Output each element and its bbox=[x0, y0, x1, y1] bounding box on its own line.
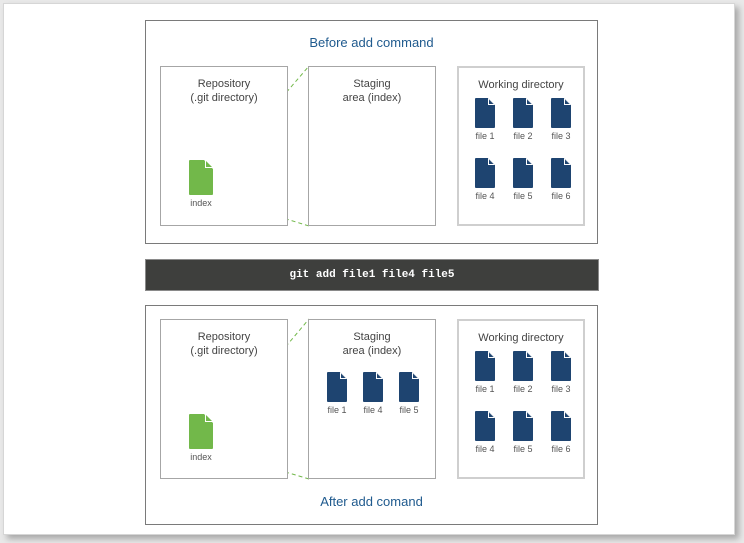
file-item: file 4 bbox=[465, 411, 505, 454]
file-label: file 2 bbox=[513, 384, 533, 394]
file-icon bbox=[363, 372, 383, 402]
file-label: file 3 bbox=[551, 131, 571, 141]
staging-title-line2: area (index) bbox=[342, 345, 402, 357]
repository-title-line1: Repository bbox=[197, 78, 251, 90]
repository-title-line2: (.git directory) bbox=[190, 92, 258, 104]
file-icon bbox=[551, 411, 571, 441]
staging-title: Staging area (index) bbox=[309, 330, 435, 358]
staging-title-line2: area (index) bbox=[342, 92, 402, 104]
file-label: file 4 bbox=[475, 444, 495, 454]
file-icon bbox=[327, 372, 347, 402]
after-caption: After add comand bbox=[320, 494, 423, 509]
file-item: file 5 bbox=[503, 158, 543, 201]
repository-title-line2: (.git directory) bbox=[190, 345, 258, 357]
file-icon bbox=[475, 158, 495, 188]
working-directory-box: Working directory file 1 file 2 file 3 file… bbox=[457, 319, 585, 479]
file-item: file 2 bbox=[503, 351, 543, 394]
index-file: index bbox=[181, 414, 221, 462]
index-file: index bbox=[181, 160, 221, 208]
file-item: file 5 bbox=[503, 411, 543, 454]
file-icon bbox=[513, 98, 533, 128]
repository-title: Repository (.git directory) bbox=[161, 330, 287, 358]
file-item: file 3 bbox=[541, 351, 581, 394]
file-icon bbox=[551, 351, 571, 381]
repository-title: Repository (.git directory) bbox=[161, 77, 287, 105]
file-item: file 3 bbox=[541, 98, 581, 141]
file-label: file 1 bbox=[327, 405, 347, 415]
file-icon bbox=[399, 372, 419, 402]
file-label: file 6 bbox=[551, 191, 571, 201]
index-label: index bbox=[190, 198, 212, 208]
file-icon bbox=[551, 98, 571, 128]
index-file-icon bbox=[189, 414, 213, 449]
git-command-bar: git add file1 file4 file5 bbox=[145, 259, 599, 291]
file-label: file 4 bbox=[363, 405, 383, 415]
file-label: file 1 bbox=[475, 131, 495, 141]
file-item: file 2 bbox=[503, 98, 543, 141]
repository-box: Repository (.git directory) index bbox=[160, 66, 288, 226]
repository-title-line1: Repository bbox=[197, 331, 251, 343]
file-label: file 6 bbox=[551, 444, 571, 454]
working-directory-title: Working directory bbox=[478, 332, 564, 344]
file-item: file 5 bbox=[389, 372, 429, 415]
working-directory-box: Working directory file 1 file 2 file 3 file… bbox=[457, 66, 585, 226]
file-icon bbox=[475, 411, 495, 441]
working-directory-title: Working directory bbox=[478, 79, 564, 91]
file-icon bbox=[475, 351, 495, 381]
file-icon bbox=[475, 98, 495, 128]
before-panel: Before add command Repository (.git dire… bbox=[145, 20, 598, 244]
file-label: file 4 bbox=[475, 191, 495, 201]
file-item: file 1 bbox=[317, 372, 357, 415]
file-icon bbox=[513, 351, 533, 381]
index-label: index bbox=[190, 452, 212, 462]
file-item: file 6 bbox=[541, 411, 581, 454]
file-item: file 6 bbox=[541, 158, 581, 201]
staging-title-line1: Staging bbox=[353, 78, 391, 90]
file-label: file 2 bbox=[513, 131, 533, 141]
file-item: file 4 bbox=[465, 158, 505, 201]
staging-title-line1: Staging bbox=[353, 331, 391, 343]
file-label: file 3 bbox=[551, 384, 571, 394]
file-label: file 5 bbox=[513, 444, 533, 454]
file-icon bbox=[513, 411, 533, 441]
file-icon bbox=[551, 158, 571, 188]
staging-box: Staging area (index) file 1 file 4 file 5 bbox=[308, 319, 436, 479]
file-label: file 5 bbox=[513, 191, 533, 201]
staging-title: Staging area (index) bbox=[309, 77, 435, 105]
repository-box: Repository (.git directory) index bbox=[160, 319, 288, 479]
file-icon bbox=[513, 158, 533, 188]
staging-box: Staging area (index) bbox=[308, 66, 436, 226]
file-item: file 1 bbox=[465, 98, 505, 141]
file-item: file 1 bbox=[465, 351, 505, 394]
file-label: file 1 bbox=[475, 384, 495, 394]
before-caption: Before add command bbox=[309, 35, 434, 50]
after-panel: Repository (.git directory) index Stagin… bbox=[145, 305, 598, 525]
file-label: file 5 bbox=[399, 405, 419, 415]
file-item: file 4 bbox=[353, 372, 393, 415]
index-file-icon bbox=[189, 160, 213, 195]
